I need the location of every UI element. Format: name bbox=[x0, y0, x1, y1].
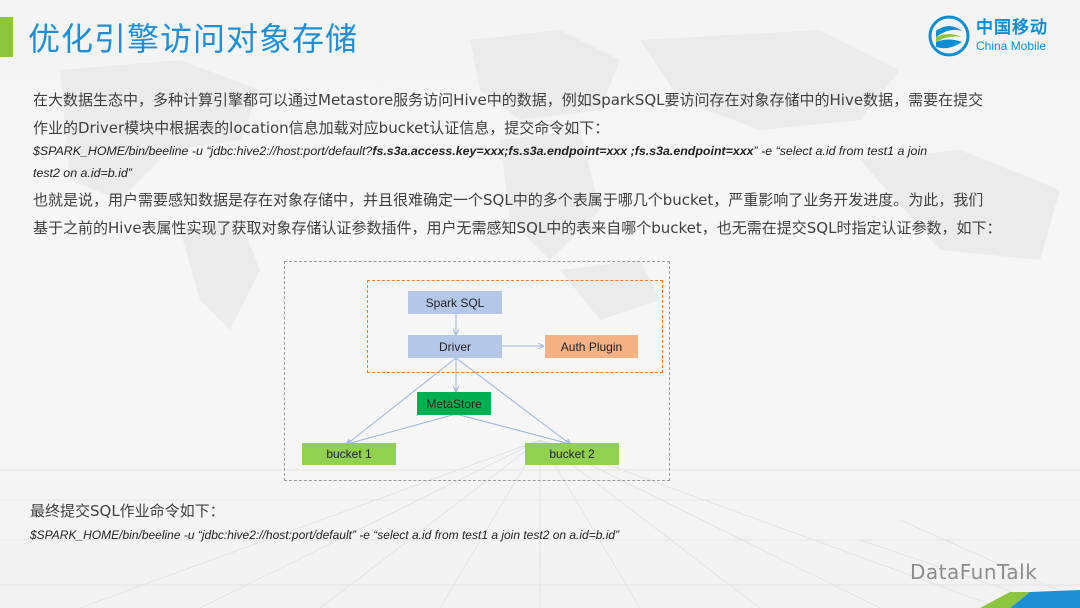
slide-title: 优化引擎访问对象存储 bbox=[28, 20, 359, 58]
paragraph-3: 最终提交SQL作业命令如下： bbox=[30, 502, 225, 520]
corner-decoration bbox=[980, 590, 1080, 608]
command-1-auth-params: fs.s3a.access.key=xxx;fs.s3a.endpoint=xx… bbox=[372, 144, 754, 158]
datafuntalk-watermark: DataFunTalk bbox=[910, 560, 1038, 584]
command-1-suffix: ” -e “select a.id from test1 a join bbox=[753, 144, 928, 158]
title-accent-bar bbox=[0, 17, 13, 57]
china-mobile-logo: 中国移动 China Mobile bbox=[928, 14, 1068, 58]
china-mobile-logo-icon bbox=[928, 15, 970, 57]
command-1-line-2: test2 on a.id=b.id” bbox=[33, 166, 132, 180]
paragraph-2-line-2: 基于之前的Hive表属性实现了获取对象存储认证参数插件，用户无需感知SQL中的表… bbox=[33, 219, 1002, 237]
command-2: $SPARK_HOME/bin/beeline -u “jdbc:hive2:/… bbox=[30, 528, 620, 542]
logo-chinese-text: 中国移动 bbox=[976, 18, 1048, 38]
driver-node: Driver bbox=[408, 335, 502, 358]
spark-sql-node: Spark SQL bbox=[408, 291, 502, 314]
auth-plugin-node: Auth Plugin bbox=[545, 335, 638, 358]
paragraph-1-line-2: 作业的Driver模块中根据表的location信息加载对应bucket认证信息… bbox=[33, 119, 610, 137]
driver-scope-highlight-box bbox=[367, 280, 663, 373]
metastore-node: MetaStore bbox=[417, 392, 491, 415]
bucket-1-node: bucket 1 bbox=[302, 443, 396, 465]
paragraph-1-line-1: 在大数据生态中，多种计算引擎都可以通过Metastore服务访问Hive中的数据… bbox=[33, 91, 984, 109]
command-1-prefix: $SPARK_HOME/bin/beeline -u “jdbc:hive2:/… bbox=[33, 144, 373, 158]
command-1-line-1: $SPARK_HOME/bin/beeline -u “jdbc:hive2:/… bbox=[33, 140, 927, 162]
paragraph-2-line-1: 也就是说，用户需要感知数据是存在对象存储中，并且很难确定一个SQL中的多个表属于… bbox=[33, 191, 984, 209]
architecture-diagram: Spark SQL Driver Auth Plugin MetaStore b… bbox=[284, 261, 670, 481]
logo-english-text: China Mobile bbox=[976, 39, 1047, 53]
bucket-2-node: bucket 2 bbox=[525, 443, 619, 465]
